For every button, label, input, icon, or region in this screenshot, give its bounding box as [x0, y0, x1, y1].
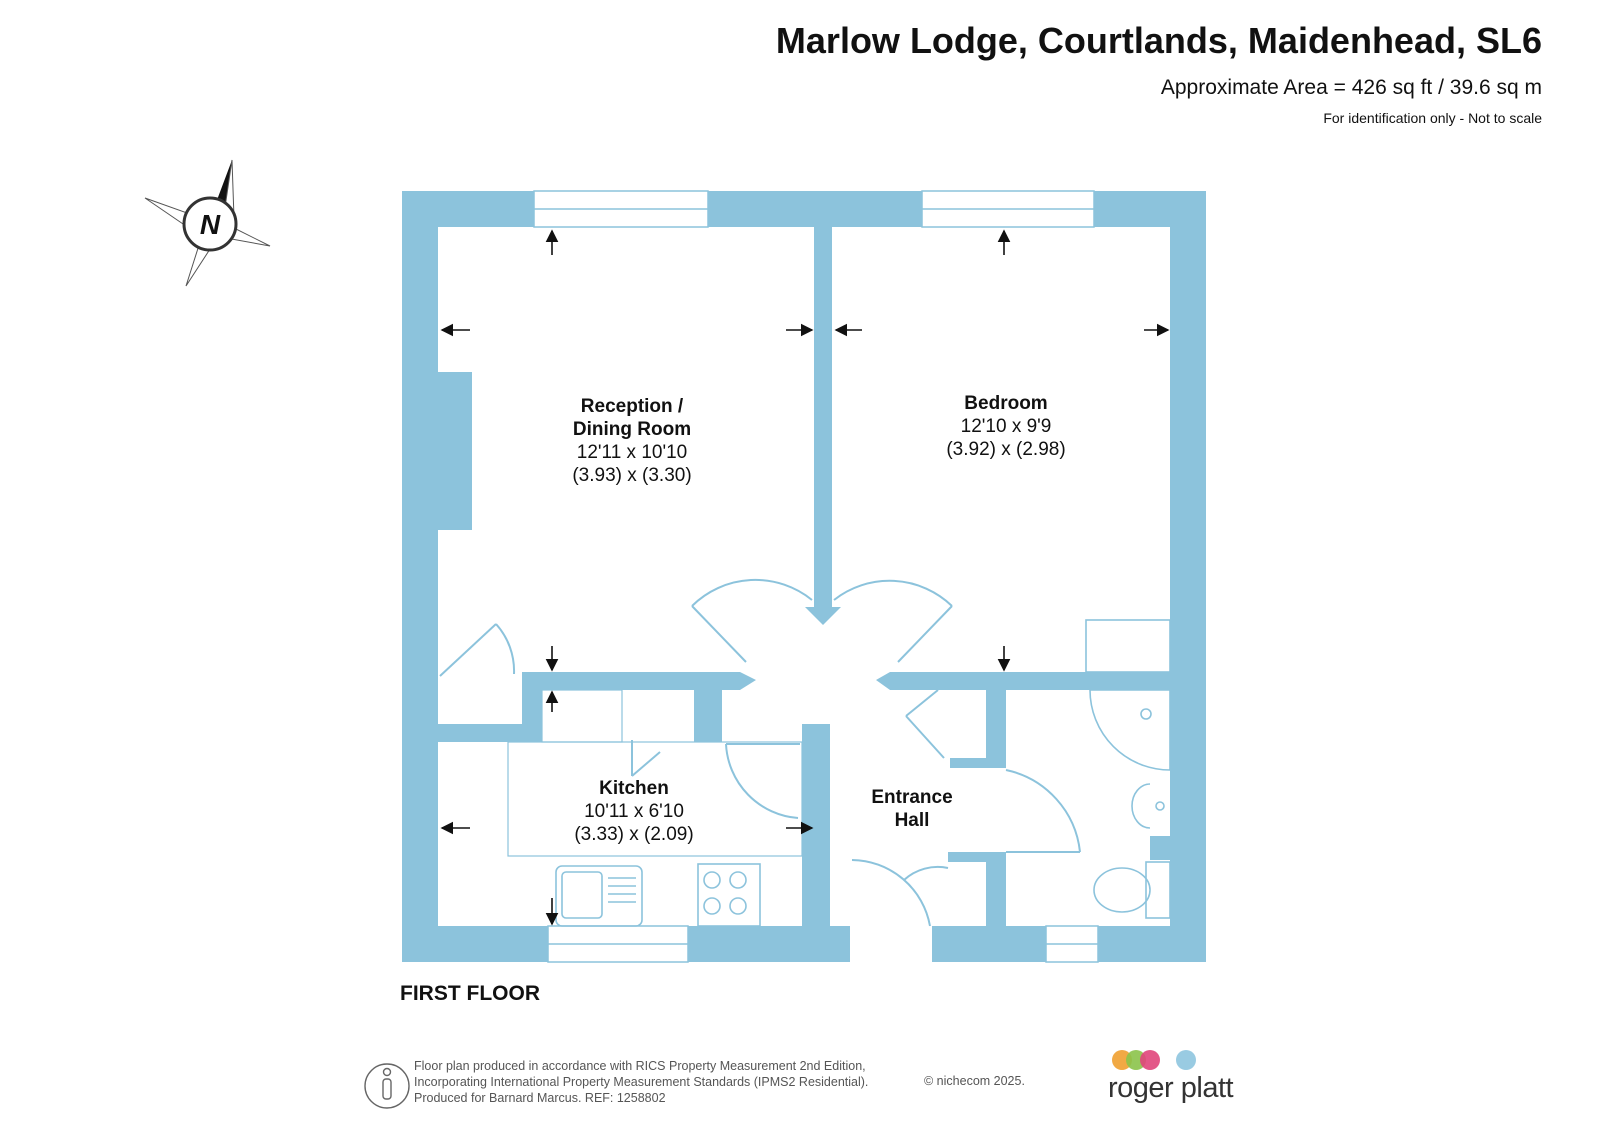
- floor-label: FIRST FLOOR: [400, 982, 540, 1005]
- compass-rose: N: [144, 159, 271, 287]
- compass-north-label: N: [200, 209, 221, 240]
- kitchen-name: Kitchen: [599, 778, 669, 799]
- logo-text: roger platt: [1108, 1072, 1234, 1104]
- property-title: Marlow Lodge, Courtlands, Maidenhead, SL…: [775, 20, 1542, 61]
- room-reception-label: Reception / Dining Room 12'11 x 10'10 (3…: [572, 396, 691, 486]
- reception-metric: (3.93) x (3.30): [572, 465, 691, 486]
- bedroom-name: Bedroom: [964, 393, 1047, 414]
- logo-dot: [1140, 1050, 1160, 1070]
- kitchen-imperial: 10'11 x 6'10: [584, 801, 684, 822]
- hall-name-line2: Hall: [895, 810, 930, 831]
- reception-name-line1: Reception /: [581, 396, 684, 417]
- walls: [402, 191, 1206, 962]
- fixtures: [507, 619, 1171, 927]
- room-hall-label: Entrance Hall: [871, 787, 952, 831]
- dimension-arrows: [440, 229, 1170, 926]
- measurement-credit: Floor plan produced in accordance with R…: [414, 1058, 868, 1106]
- reception-name-line2: Dining Room: [573, 419, 691, 440]
- approximate-area: Approximate Area = 426 sq ft / 39.6 sq m: [1160, 76, 1542, 99]
- logo-dot: [1176, 1050, 1196, 1070]
- credit-line-3: Produced for Barnard Marcus. REF: 125880…: [414, 1091, 666, 1105]
- copyright: © nichecom 2025.: [924, 1074, 1025, 1088]
- room-kitchen-label: Kitchen 10'11 x 6'10 (3.33) x (2.09): [574, 778, 693, 845]
- credit-line-1: Floor plan produced in accordance with R…: [414, 1059, 866, 1073]
- bedroom-imperial: 12'10 x 9'9: [961, 416, 1052, 437]
- identification-note: For identification only - Not to scale: [1323, 110, 1542, 126]
- room-bedroom-label: Bedroom 12'10 x 9'9 (3.92) x (2.98): [946, 393, 1065, 460]
- kitchen-metric: (3.33) x (2.09): [574, 824, 693, 845]
- door-swings: [439, 578, 1081, 927]
- reception-imperial: 12'11 x 10'10: [577, 442, 687, 463]
- credit-line-2: Incorporating International Property Mea…: [414, 1075, 869, 1089]
- windows: [533, 190, 1099, 963]
- bedroom-metric: (3.92) x (2.98): [946, 439, 1065, 460]
- measurement-info-icon: [364, 1063, 410, 1109]
- hall-name-line1: Entrance: [871, 787, 952, 808]
- agency-logo: roger platt: [1108, 1050, 1248, 1114]
